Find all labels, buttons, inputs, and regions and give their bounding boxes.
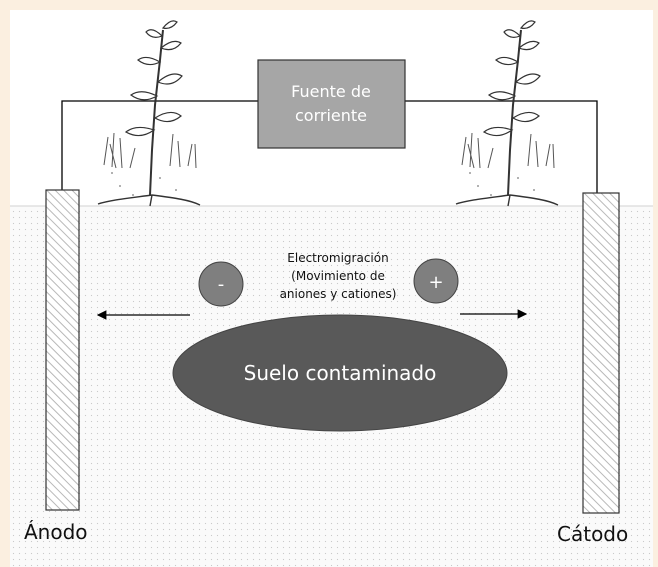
process-label-3: aniones y cationes) bbox=[280, 287, 397, 301]
power-source-label-2: corriente bbox=[295, 106, 367, 125]
contaminated-soil-label: Suelo contaminado bbox=[244, 361, 437, 385]
plant-right-icon bbox=[455, 20, 559, 207]
cathode-label: Cátodo bbox=[557, 522, 628, 546]
process-label-2: (Movimiento de bbox=[291, 269, 385, 283]
positive-sign: + bbox=[428, 272, 443, 293]
cathode-electrode bbox=[582, 192, 620, 514]
wire-left bbox=[61, 100, 258, 190]
negative-sign: - bbox=[218, 274, 225, 295]
wire-right bbox=[405, 100, 598, 193]
anode-electrode bbox=[45, 189, 80, 511]
plant-left-icon bbox=[97, 20, 201, 207]
process-label-1: Electromigración bbox=[287, 251, 388, 265]
power-source: Fuente de corriente bbox=[257, 59, 406, 149]
anode-label: Ánodo bbox=[24, 520, 88, 544]
cation-charge: + bbox=[413, 258, 459, 304]
contaminated-soil: Suelo contaminado bbox=[172, 314, 508, 432]
power-source-label-1: Fuente de bbox=[291, 82, 371, 101]
anion-charge: - bbox=[198, 261, 244, 307]
